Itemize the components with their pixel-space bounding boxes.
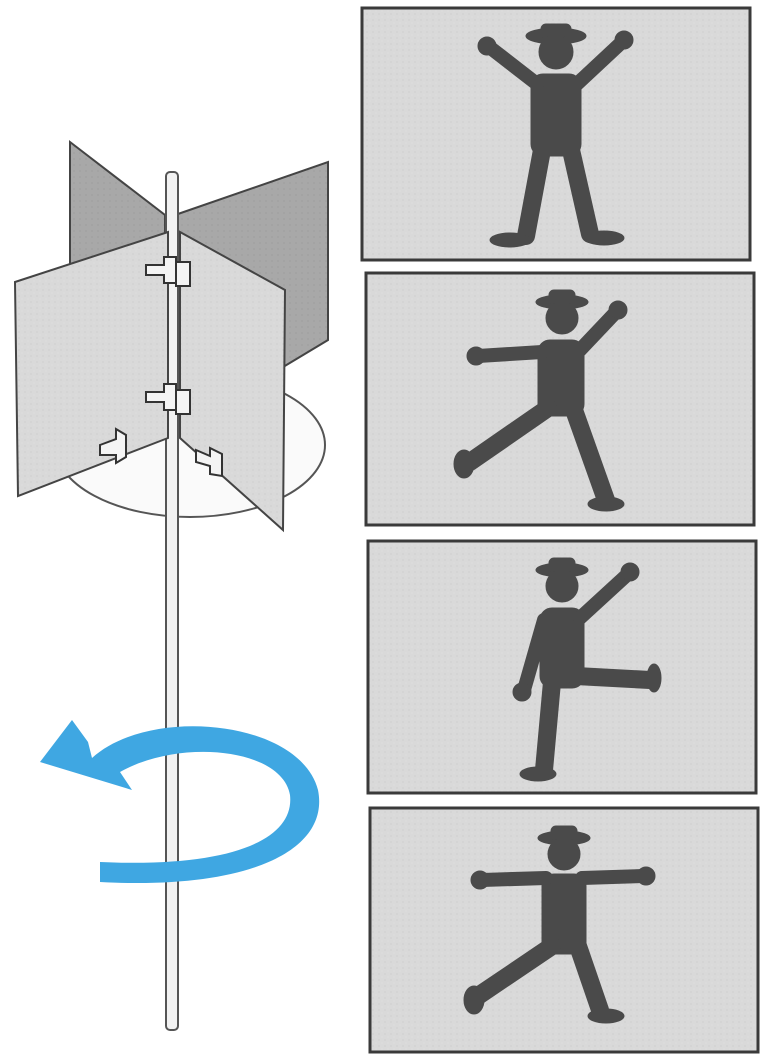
frame-1-figure [477, 23, 634, 248]
frame-2-figure [453, 289, 628, 512]
counterclockwise-arrow-icon [40, 720, 320, 884]
frame-4-figure [463, 825, 656, 1024]
frame-3-figure [512, 557, 662, 782]
spinning-toy [13, 139, 329, 1031]
frame-2 [364, 271, 756, 527]
frame-4 [368, 806, 760, 1054]
frame-3 [366, 539, 758, 795]
vane-clips [99, 256, 223, 478]
vane-front-left [13, 230, 169, 498]
frame-1 [360, 6, 752, 262]
animation-frames [360, 6, 760, 1054]
